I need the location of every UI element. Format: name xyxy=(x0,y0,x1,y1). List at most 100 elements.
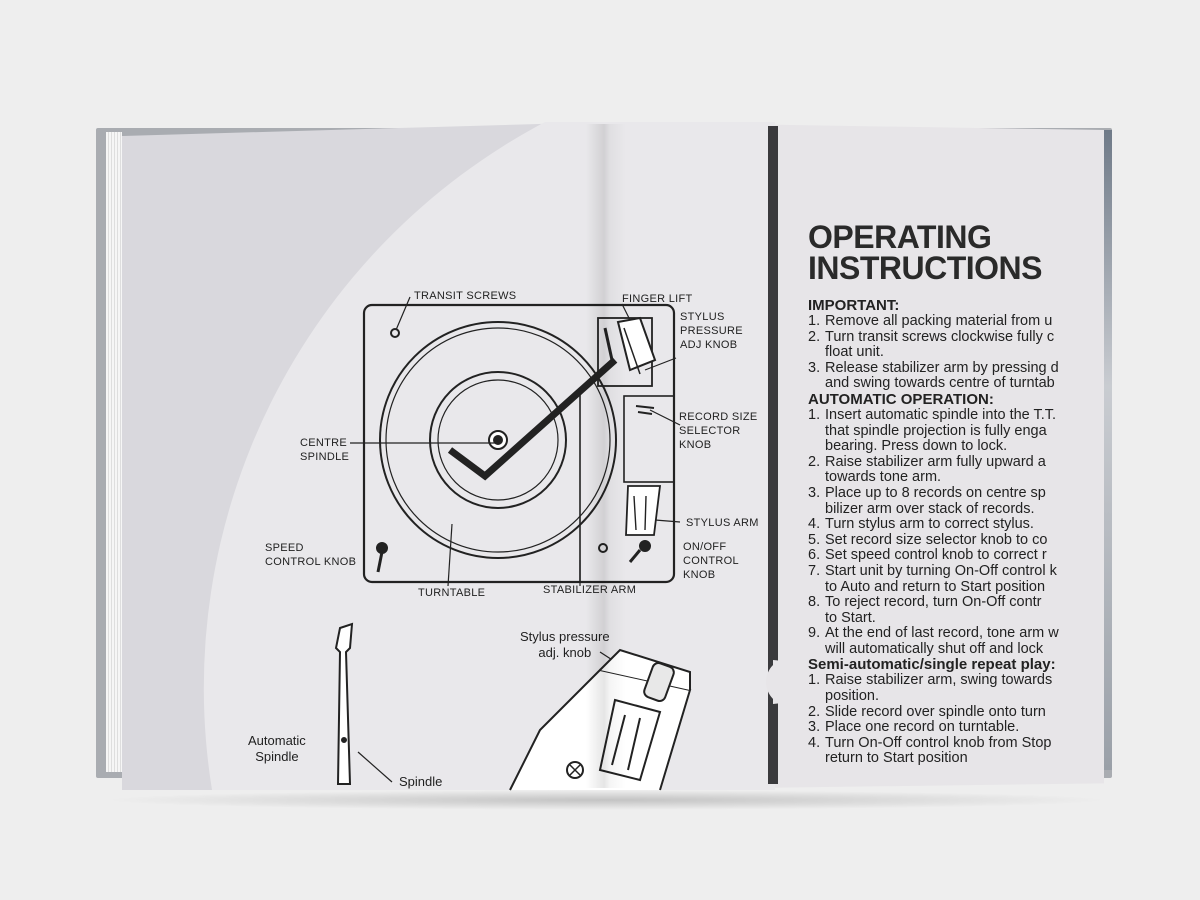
step-text: Remove all packing material from u xyxy=(825,313,1053,329)
step-number: 8. xyxy=(808,594,821,611)
step-number: 1. xyxy=(808,672,821,689)
step-number: 3. xyxy=(808,719,821,736)
step-text: position. xyxy=(825,688,880,705)
callout-line: RECORD SIZE xyxy=(679,411,758,423)
callout-line: PRESSURE xyxy=(680,325,743,337)
callout-stylus-pressure: STYLUS PRESSURE ADJ KNOB xyxy=(680,310,743,352)
instruction-step-line: 4.Turn On-Off control knob from Stop xyxy=(808,734,1100,752)
cartridge-sketch xyxy=(509,648,692,791)
callout-speed-control: SPEED CONTROL KNOB xyxy=(265,541,356,569)
callout-finger-lift: FINGER LIFT xyxy=(622,293,693,305)
callout-line: KNOB xyxy=(679,439,712,451)
step-text: towards tone arm. xyxy=(825,469,942,486)
callout-turntable: TURNTABLE xyxy=(418,587,486,599)
callout-record-size: RECORD SIZE SELECTOR KNOB xyxy=(679,410,757,452)
callout-line: adj. knob xyxy=(538,645,592,660)
step-text: Set speed control knob to correct r xyxy=(825,547,1047,564)
step-text: float unit. xyxy=(825,344,884,361)
instruction-step-line: 1.Raise stabilizer arm, swing towards xyxy=(808,673,1100,689)
step-number: 1. xyxy=(808,406,821,423)
instructions-column: OPERATING INSTRUCTIONS IMPORTANT:1.Remov… xyxy=(808,218,1100,788)
step-number: 6. xyxy=(808,547,821,564)
step-number: 7. xyxy=(808,562,821,579)
callout-stylus-pressure-lower: Stylus pressure adj. knob xyxy=(520,629,610,661)
step-text: Turn transit screws clockwise fully c xyxy=(825,328,1055,345)
step-text: Release stabilizer arm by pressing d xyxy=(825,359,1059,376)
section-heading: AUTOMATIC OPERATION: xyxy=(808,390,994,408)
step-text: will automatically shut off and lock xyxy=(825,640,1044,657)
instruction-step-line: 3.Place up to 8 records on centre sp xyxy=(808,484,1100,502)
step-number: 2. xyxy=(808,453,821,470)
instruction-step-line: 1.Remove all packing material from u xyxy=(808,313,1100,330)
step-number: 2. xyxy=(808,328,821,345)
instruction-step-line: 2.Raise stabilizer arm fully upward a xyxy=(808,453,1100,471)
instruction-sections: IMPORTANT:1.Remove all packing material … xyxy=(808,298,1100,767)
instruction-step-line: to Start. xyxy=(808,609,1100,627)
callout-line: ADJ KNOB xyxy=(680,339,738,351)
title-line: INSTRUCTIONS xyxy=(808,250,1043,286)
step-number: 1. xyxy=(808,313,821,329)
callout-line: Automatic xyxy=(248,733,306,748)
instruction-step-line: float unit. xyxy=(808,344,1100,361)
step-text: and swing towards centre of turntab xyxy=(825,375,1055,392)
step-number: 4. xyxy=(808,734,821,751)
step-text: Turn On-Off control knob from Stop xyxy=(825,734,1052,751)
step-text: return to Start position xyxy=(825,750,968,767)
step-text: Start unit by turning On-Off control k xyxy=(825,562,1057,579)
step-text: that spindle projection is fully enga xyxy=(825,422,1047,439)
callout-centre-spindle: CENTRE SPINDLE xyxy=(300,436,349,464)
step-number: 5. xyxy=(808,531,821,548)
step-number: 9. xyxy=(808,625,821,642)
cover-edge xyxy=(1104,130,1112,770)
step-text: To reject record, turn On-Off contr xyxy=(825,594,1042,611)
callout-line: CONTROL KNOB xyxy=(265,556,357,568)
instruction-step-line: 2.Turn transit screws clockwise fully c xyxy=(808,328,1100,346)
callout-line: ON/OFF xyxy=(683,541,727,553)
instructions-title: OPERATING INSTRUCTIONS xyxy=(808,221,1100,286)
callout-line: Stylus pressure xyxy=(520,629,610,644)
step-text: Turn stylus arm to correct stylus. xyxy=(825,516,1034,533)
page-gutter xyxy=(586,124,626,788)
instruction-step-line: 4.Turn stylus arm to correct stylus. xyxy=(808,516,1100,533)
callout-line: CONTROL xyxy=(683,555,739,567)
instruction-step-line: 3.Release stabilizer arm by pressing d xyxy=(808,359,1100,377)
instruction-step-line: 7.Start unit by turning On-Off control k xyxy=(808,562,1100,580)
callout-line: SPEED xyxy=(265,542,304,554)
step-text: to Start. xyxy=(825,609,876,626)
step-text: Insert automatic spindle into the T.T. xyxy=(825,406,1057,423)
leader-lines xyxy=(350,296,681,783)
step-text: Place one record on turntable. xyxy=(825,719,1020,736)
step-text: Raise stabilizer arm, swing towards xyxy=(825,672,1053,689)
instruction-step-line: 6.Set speed control knob to correct r xyxy=(808,548,1100,564)
divider-bar xyxy=(768,126,778,784)
callout-line: CENTRE xyxy=(300,437,348,449)
callout-on-off: ON/OFF CONTROL KNOB xyxy=(683,540,739,582)
step-number: 3. xyxy=(808,484,821,501)
step-text: to Auto and return to Start position xyxy=(825,578,1046,595)
step-text: Place up to 8 records on centre sp xyxy=(825,484,1046,501)
step-number: 2. xyxy=(808,703,821,720)
instruction-step-line: return to Start position xyxy=(808,751,1100,767)
section-heading: IMPORTANT: xyxy=(808,297,900,314)
instruction-step-line: towards tone arm. xyxy=(808,470,1100,486)
callout-line: SPINDLE xyxy=(300,451,350,463)
instruction-step-line: 5.Set record size selector knob to co xyxy=(808,531,1100,549)
callout-stylus-arm: STYLUS ARM xyxy=(686,517,759,529)
callout-line: KNOB xyxy=(683,569,716,581)
callout-line: STYLUS xyxy=(680,311,725,323)
instruction-step-line: to Auto and return to Start position xyxy=(808,578,1100,596)
step-number: 3. xyxy=(808,359,821,376)
callout-stabilizer-arm: STABILIZER ARM xyxy=(543,584,637,596)
page-stack-edge xyxy=(106,132,122,772)
instruction-step-line: 9.At the end of last record, tone arm w xyxy=(808,625,1100,642)
step-text: Raise stabilizer arm fully upward a xyxy=(825,453,1046,470)
circular-backdrop xyxy=(203,122,775,790)
step-number: 4. xyxy=(808,516,821,533)
step-text: At the end of last record, tone arm w xyxy=(825,625,1059,642)
instruction-step-line: that spindle projection is fully enga xyxy=(808,422,1100,440)
step-text: Set record size selector knob to co xyxy=(825,531,1048,548)
callout-transit-screws: TRANSIT SCREWS xyxy=(414,290,517,302)
automatic-spindle-sketch xyxy=(334,622,354,785)
instruction-step-line: will automatically shut off and lock xyxy=(808,640,1100,658)
thumb-notch-hole xyxy=(766,658,814,706)
